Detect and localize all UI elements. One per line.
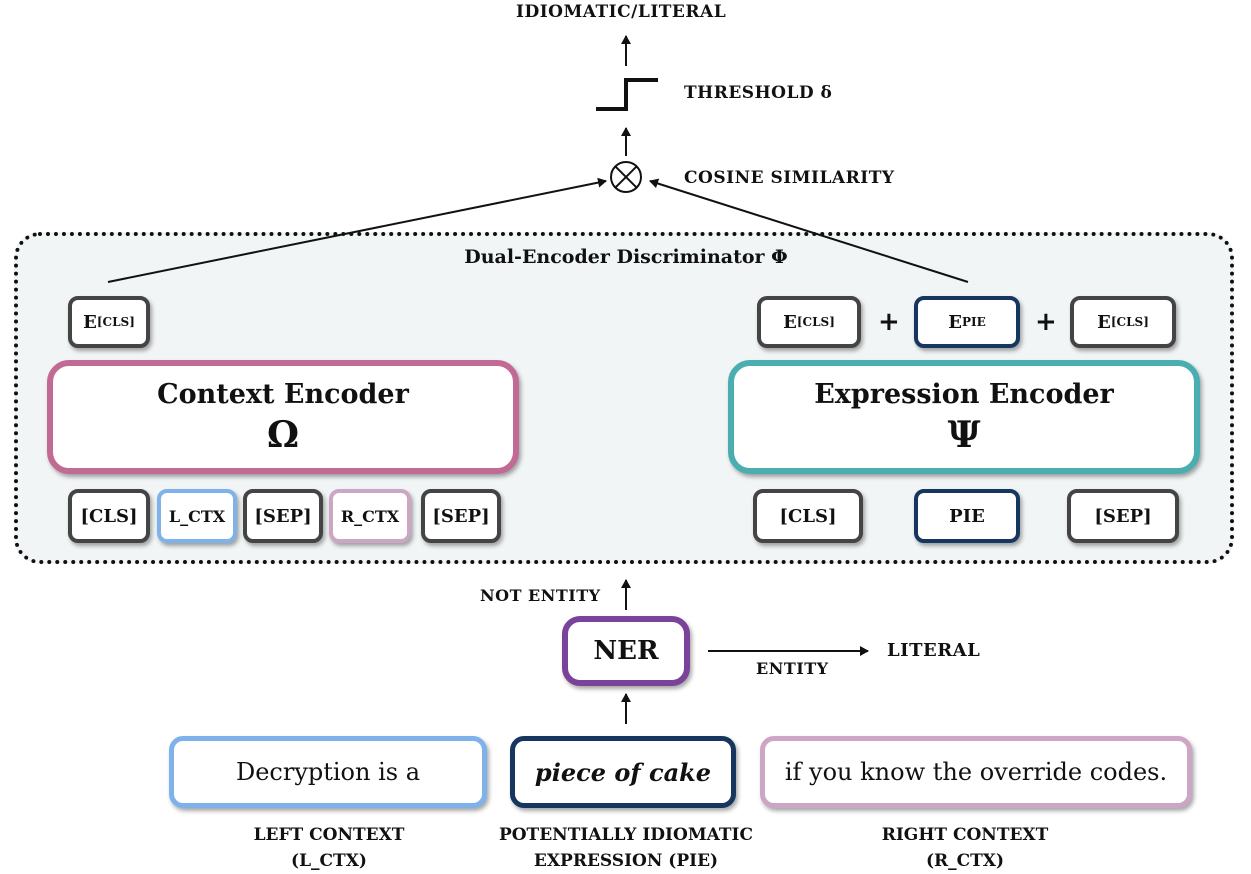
context-cls-embedding: E[CLS] xyxy=(68,296,150,348)
psi-symbol: Ψ xyxy=(947,413,981,456)
plus-sign: + xyxy=(1035,307,1057,337)
ner-box: NER xyxy=(562,616,690,686)
expression-to-cosine-arrow xyxy=(649,178,969,283)
expression-cls-embedding-1: E[CLS] xyxy=(757,296,861,348)
not-entity-label: NOT ENTITY xyxy=(480,586,601,605)
expression-cls-embedding-2: E[CLS] xyxy=(1070,296,1176,348)
context-token-cls: [CLS] xyxy=(68,489,150,543)
context-encoder: Context Encoder Ω xyxy=(47,360,519,474)
expression-token-cls: [CLS] xyxy=(753,489,863,543)
discriminator-title: Dual-Encoder Discriminator Φ xyxy=(464,246,788,268)
plus-sign: + xyxy=(878,307,900,337)
expression-token-sep: [SEP] xyxy=(1067,489,1179,543)
omega-symbol: Ω xyxy=(266,413,300,456)
pie-caption: POTENTIALLY IDIOMATIC EXPRESSION (PIE) xyxy=(498,825,754,871)
entity-label: ENTITY xyxy=(756,659,829,678)
context-token-sep-1: [SEP] xyxy=(243,489,323,543)
expression-encoder: Expression Encoder Ψ xyxy=(728,360,1200,474)
left-context-box: Decryption is a xyxy=(169,736,487,808)
literal-label: LITERAL xyxy=(887,640,981,661)
context-token-l-ctx: L_CTX xyxy=(157,489,237,543)
expression-token-pie: PIE xyxy=(914,489,1020,543)
context-token-sep-2: [SEP] xyxy=(421,489,501,543)
left-context-caption: LEFT CONTEXT (L_CTX) xyxy=(253,825,405,871)
context-to-cosine-arrow xyxy=(107,177,607,283)
context-encoder-name: Context Encoder xyxy=(157,378,409,410)
context-token-r-ctx: R_CTX xyxy=(329,489,411,543)
cosine-similarity-label: COSINE SIMILARITY xyxy=(684,168,895,188)
output-label: IDIOMATIC/LITERAL xyxy=(516,2,727,22)
right-context-box: if you know the override codes. xyxy=(760,736,1192,808)
threshold-label: THRESHOLD δ xyxy=(684,83,833,103)
threshold-step-icon xyxy=(596,78,658,111)
expression-encoder-name: Expression Encoder xyxy=(814,378,1114,410)
pie-box: piece of cake xyxy=(510,736,736,808)
right-context-caption: RIGHT CONTEXT (R_CTX) xyxy=(881,825,1049,871)
